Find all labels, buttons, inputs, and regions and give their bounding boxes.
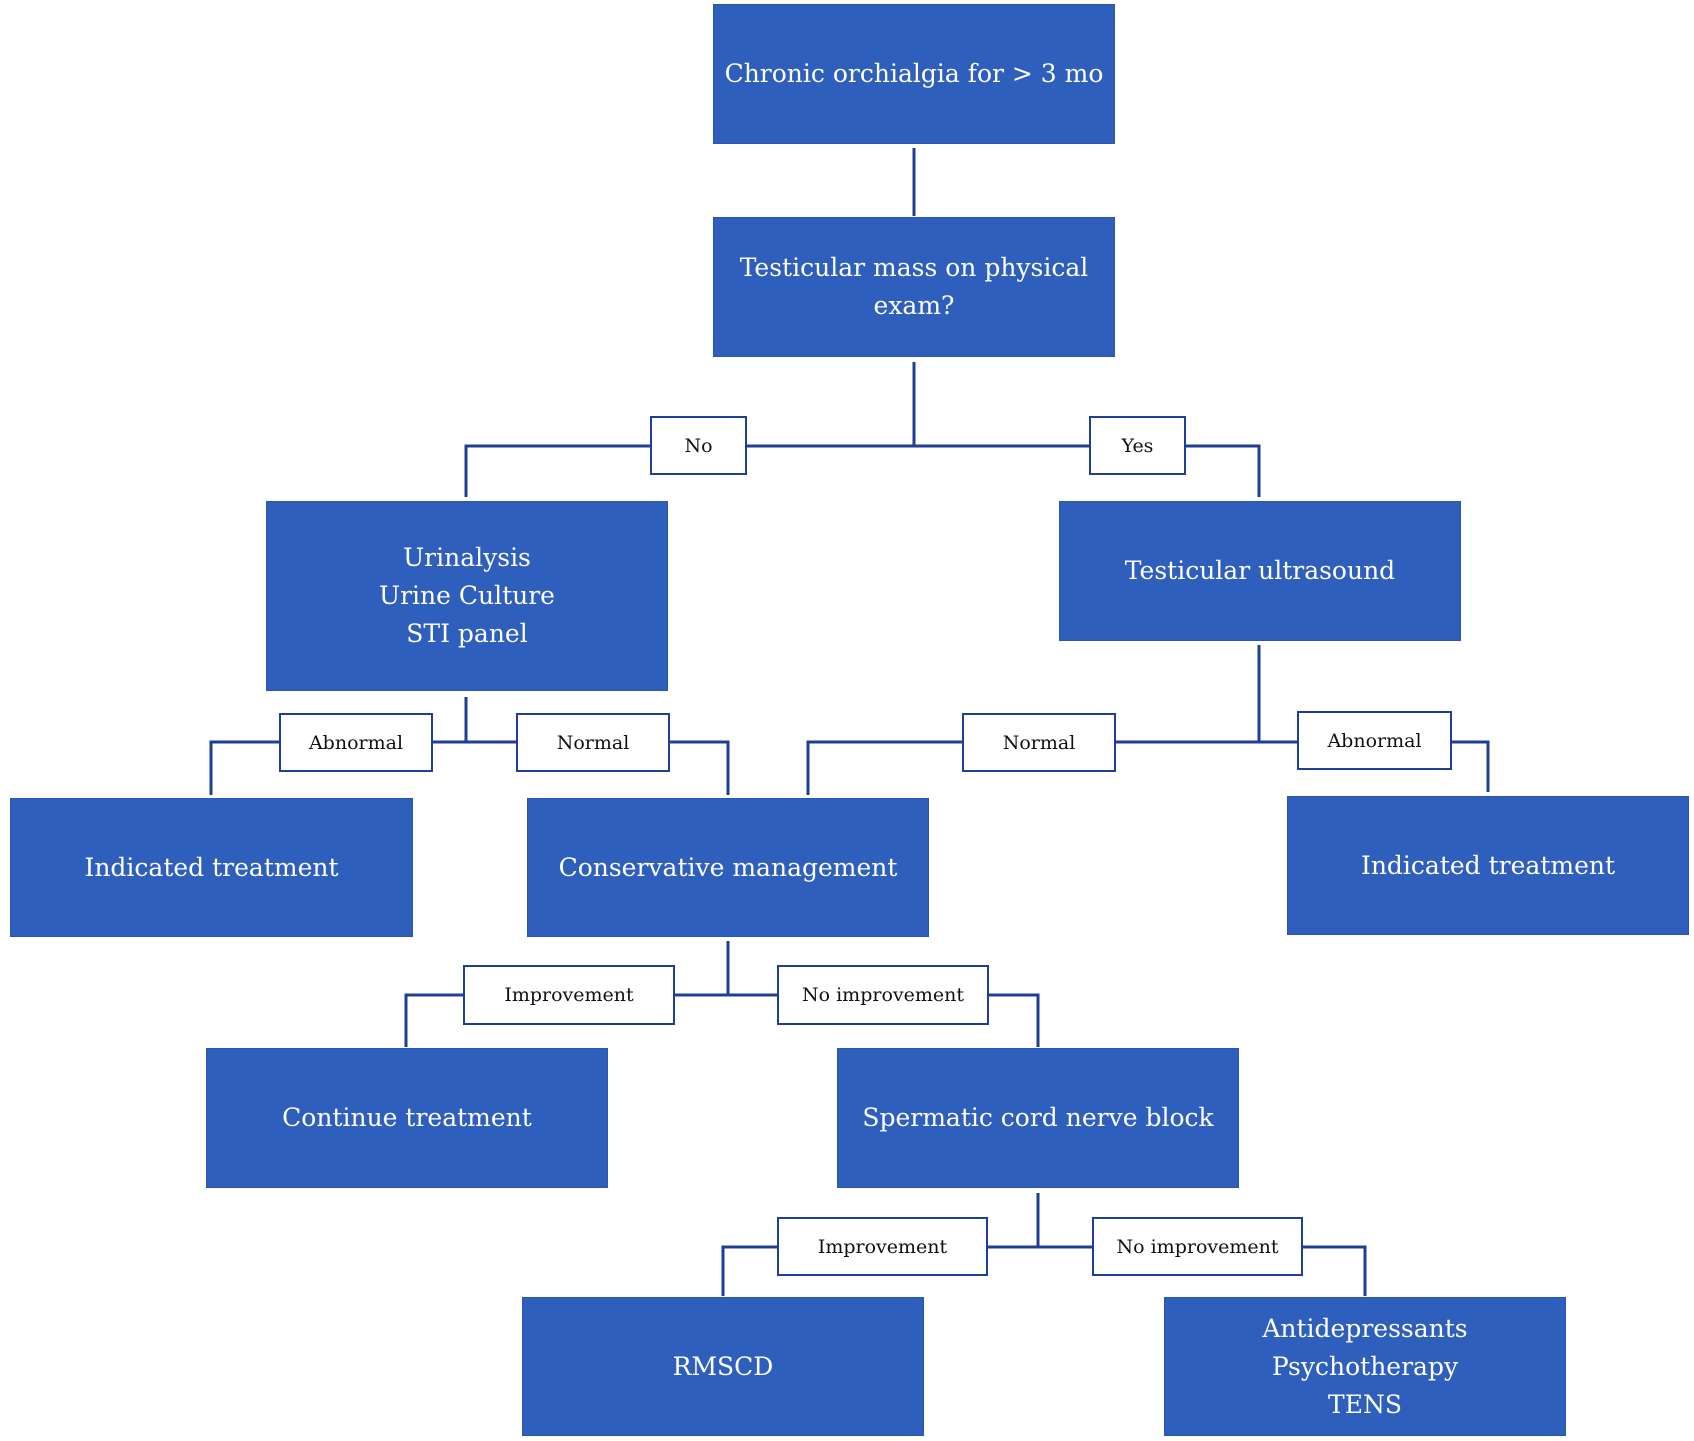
node-indicated-treatment-right: Indicated treatment (1287, 796, 1689, 935)
edge-label-block-no-improvement-text: No improvement (1116, 1235, 1279, 1258)
edge-label-labs-normal-text: Normal (556, 731, 630, 754)
edge-label-cons-no-improvement-text: No improvement (802, 984, 964, 1006)
node-indicated-treatment-left: Indicated treatment (10, 798, 413, 937)
edge-label-block-improvement: Improvement (777, 1217, 988, 1276)
node-start-text: Chronic orchialgia for > 3 mo (724, 59, 1104, 88)
node-final-options-line-2: Psychotherapy (1271, 1351, 1459, 1381)
edge-label-us-abnormal-text: Abnormal (1327, 729, 1422, 752)
edge-label-labs-abnormal-text: Abnormal (308, 731, 404, 754)
node-conservative-management: Conservative management (527, 798, 929, 937)
node-indicated-treatment-right-text: Indicated treatment (1360, 850, 1616, 880)
node-final-options-line-3: TENS (1328, 1389, 1402, 1419)
node-nerve-block: Spermatic cord nerve block (837, 1048, 1239, 1188)
edge-label-no: No (650, 416, 747, 475)
node-ultrasound: Testicular ultrasound (1059, 501, 1461, 641)
edge-label-cons-improvement: Improvement (463, 965, 675, 1025)
edge-label-us-normal-text: Normal (1002, 731, 1076, 754)
edge-label-us-normal: Normal (962, 713, 1116, 772)
edge-label-block-no-improvement: No improvement (1092, 1217, 1303, 1276)
edge-label-cons-no-improvement: No improvement (777, 965, 989, 1025)
edge-label-yes-text: Yes (1121, 434, 1154, 457)
edge-label-cons-improvement-text: Improvement (504, 984, 634, 1006)
edge-label-labs-normal: Normal (516, 713, 670, 772)
node-mass-question: Testicular mass on physical exam? (713, 217, 1115, 357)
node-labs-line-1: Urinalysis (403, 543, 531, 572)
node-rmscd: RMSCD (522, 1297, 924, 1436)
node-rmscd-text: RMSCD (672, 1351, 774, 1381)
node-continue-treatment: Continue treatment (206, 1048, 608, 1188)
edge-label-labs-abnormal: Abnormal (279, 713, 433, 772)
node-conservative-management-text: Conservative management (558, 852, 898, 882)
node-labs: Urinalysis Urine Culture STI panel (266, 501, 668, 691)
edge-label-block-improvement-text: Improvement (817, 1235, 948, 1258)
node-start: Chronic orchialgia for > 3 mo (713, 4, 1115, 144)
node-labs-line-2: Urine Culture (379, 581, 555, 610)
edge-label-no-text: No (684, 434, 713, 457)
node-final-options: Antidepressants Psychotherapy TENS (1164, 1297, 1566, 1436)
node-indicated-treatment-left-text: Indicated treatment (84, 852, 339, 882)
connector-yes-branch (914, 444, 1261, 497)
edge-label-us-abnormal: Abnormal (1297, 711, 1452, 770)
node-mass-question-text: Testicular mass on physical exam? (739, 253, 1089, 320)
node-final-options-line-1: Antidepressants (1262, 1313, 1468, 1343)
edge-label-yes: Yes (1089, 416, 1186, 475)
connector-no-branch (464, 444, 914, 497)
node-nerve-block-text: Spermatic cord nerve block (862, 1103, 1214, 1132)
node-ultrasound-text: Testicular ultrasound (1124, 556, 1396, 585)
node-labs-line-3: STI panel (406, 619, 528, 648)
node-continue-treatment-text: Continue treatment (282, 1103, 532, 1132)
